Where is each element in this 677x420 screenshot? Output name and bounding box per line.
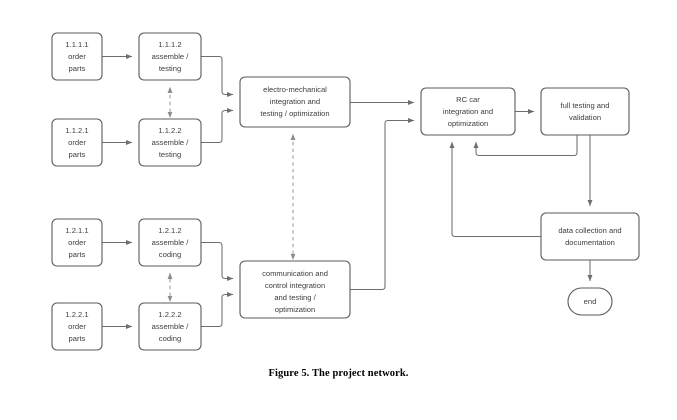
node-line: 1.2.1.1: [65, 226, 88, 235]
node-end[interactable]: end: [567, 287, 613, 316]
node-line: end: [584, 297, 597, 306]
edge-1112-to-electro: [201, 55, 234, 98]
node-box[interactable]: [51, 302, 103, 351]
node-line: 1.1.2.2: [158, 126, 181, 135]
node-line: validation: [569, 113, 601, 122]
edge-datacoll-to-rccar-feedback: [449, 141, 541, 238]
node-box[interactable]: [138, 302, 202, 351]
node-line: parts: [69, 150, 86, 159]
node-box[interactable]: [567, 287, 613, 316]
edge-layer: [102, 53, 593, 330]
node-line: 1.2.1.2: [158, 226, 181, 235]
node-1-1-2-2-assemble-testing[interactable]: 1.1.2.2 assemble / testing: [138, 118, 202, 167]
node-line: data collection and: [558, 226, 621, 235]
edge-comms-to-rccar: [350, 117, 415, 291]
node-box[interactable]: [138, 218, 202, 267]
node-1-1-2-1-order-parts[interactable]: 1.1.2.1 order parts: [51, 118, 103, 167]
node-rc-car-integration[interactable]: RC car integration and optimization: [420, 87, 516, 136]
node-line: order: [68, 238, 86, 247]
node-line: coding: [159, 334, 181, 343]
figure-caption: Figure 5. The project network.: [268, 368, 409, 379]
node-data-collection-documentation[interactable]: data collection and documentation: [540, 212, 640, 261]
node-line: parts: [69, 250, 86, 259]
node-line: 1.2.2.2: [158, 310, 181, 319]
node-line: optimization: [275, 305, 316, 314]
node-communication-control-integration[interactable]: communication and control integration an…: [239, 260, 351, 319]
node-box[interactable]: [420, 87, 516, 136]
node-line: assemble /: [152, 238, 190, 247]
node-1-2-1-1-order-parts[interactable]: 1.2.1.1 order parts: [51, 218, 103, 267]
node-line: optimization: [448, 119, 489, 128]
node-line: testing / optimization: [260, 109, 329, 118]
node-layer: 1.1.1.1 order parts 1.1.1.2 assemble / t…: [51, 32, 640, 351]
node-box[interactable]: [138, 118, 202, 167]
node-line: control integration: [265, 281, 325, 290]
node-1-1-1-1-order-parts[interactable]: 1.1.1.1 order parts: [51, 32, 103, 81]
node-1-1-1-2-assemble-testing[interactable]: 1.1.1.2 assemble / testing: [138, 32, 202, 81]
node-line: integration and: [443, 107, 493, 116]
node-line: order: [68, 322, 86, 331]
node-box[interactable]: [51, 218, 103, 267]
node-box[interactable]: [540, 212, 640, 261]
edge-fulltest-to-rccar-feedback: [473, 135, 578, 157]
node-box[interactable]: [51, 118, 103, 167]
edge-1212-to-comms: [201, 241, 234, 282]
node-line: assemble /: [152, 322, 190, 331]
node-line: parts: [69, 64, 86, 73]
node-line: 1.1.1.2: [158, 40, 181, 49]
node-line: integration and: [270, 97, 320, 106]
node-box[interactable]: [239, 76, 351, 128]
node-line: assemble /: [152, 138, 190, 147]
edge-1222-to-comms: [201, 291, 234, 328]
node-box[interactable]: [51, 32, 103, 81]
node-line: order: [68, 138, 86, 147]
node-line: full testing and: [561, 101, 610, 110]
node-electro-mechanical-integration[interactable]: electro-mechanical integration and testi…: [239, 76, 351, 128]
node-box[interactable]: [540, 87, 630, 136]
node-1-2-2-2-assemble-coding[interactable]: 1.2.2.2 assemble / coding: [138, 302, 202, 351]
node-1-2-2-1-order-parts[interactable]: 1.2.2.1 order parts: [51, 302, 103, 351]
node-box[interactable]: [138, 32, 202, 81]
node-line: order: [68, 52, 86, 61]
node-line: coding: [159, 250, 181, 259]
edge-1122-to-electro: [201, 107, 234, 144]
node-1-2-1-2-assemble-coding[interactable]: 1.2.1.2 assemble / coding: [138, 218, 202, 267]
node-line: RC car: [456, 95, 480, 104]
node-line: testing: [159, 64, 181, 73]
node-box[interactable]: [239, 260, 351, 319]
node-line: parts: [69, 334, 86, 343]
node-line: 1.1.2.1: [65, 126, 88, 135]
node-line: documentation: [565, 238, 615, 247]
node-line: electro-mechanical: [263, 85, 327, 94]
node-line: 1.2.2.1: [65, 310, 88, 319]
node-line: and testing /: [274, 293, 316, 302]
node-line: assemble /: [152, 52, 190, 61]
node-line: communication and: [262, 269, 328, 278]
node-line: testing: [159, 150, 181, 159]
node-full-testing-validation[interactable]: full testing and validation: [540, 87, 630, 136]
node-line: 1.1.1.1: [65, 40, 88, 49]
